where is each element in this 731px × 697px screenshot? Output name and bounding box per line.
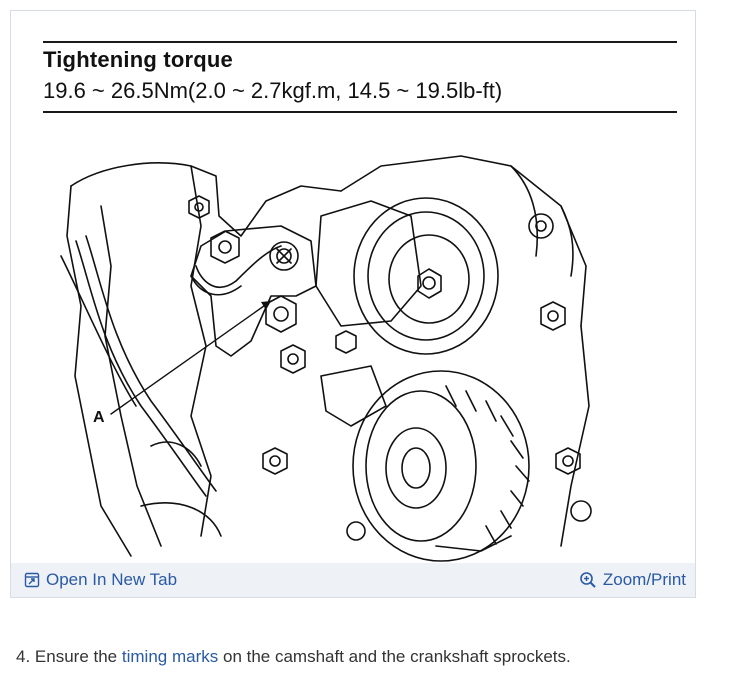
bolt-center-small bbox=[335, 330, 357, 354]
bolt-right bbox=[540, 301, 566, 331]
open-new-tab-icon bbox=[24, 572, 40, 588]
callout-a-label: A bbox=[93, 409, 105, 426]
step-text-after: on the camshaft and the crankshaft sproc… bbox=[222, 647, 571, 666]
step-number: 4. bbox=[16, 647, 31, 666]
zoom-icon bbox=[580, 572, 596, 588]
torque-title: Tightening torque bbox=[43, 47, 233, 72]
bolt-right-lower bbox=[555, 447, 581, 475]
figure-action-bar: Open In New Tab Zoom/Print bbox=[11, 563, 695, 597]
bolt-tensioner-upper bbox=[210, 230, 240, 264]
step-4-instruction: 4. Ensure the timing marks on the camsha… bbox=[16, 647, 571, 667]
timing-marks-link[interactable]: timing marks bbox=[121, 647, 219, 666]
figure-card: Tightening torque 19.6 ~ 26.5Nm(2.0 ~ 2.… bbox=[10, 10, 696, 598]
zoom-print-button[interactable]: Zoom/Print bbox=[579, 570, 686, 590]
tensioner-assembly bbox=[190, 225, 317, 357]
timing-belt-tensioner-diagram[interactable]: A bbox=[41, 146, 606, 566]
bolt-lower-left bbox=[280, 344, 306, 374]
idler-pulley bbox=[315, 197, 499, 355]
coolant-pipe bbox=[60, 235, 217, 497]
callout-a-leader bbox=[110, 300, 272, 415]
open-new-tab-button[interactable]: Open In New Tab bbox=[24, 570, 177, 590]
bolt-left-middle bbox=[262, 447, 288, 475]
header-rule-top bbox=[43, 41, 677, 43]
engine-block-outline bbox=[66, 155, 590, 557]
open-new-tab-label: Open In New Tab bbox=[46, 570, 178, 589]
bolt-top-left bbox=[188, 195, 210, 219]
engine-details bbox=[320, 213, 592, 541]
zoom-print-label: Zoom/Print bbox=[602, 570, 686, 589]
header-rule-bottom bbox=[43, 111, 677, 113]
crankshaft-sprocket bbox=[352, 370, 530, 562]
torque-spec: 19.6 ~ 26.5Nm(2.0 ~ 2.7kgf.m, 14.5 ~ 19.… bbox=[43, 78, 503, 103]
step-text-before: Ensure the bbox=[34, 647, 118, 666]
